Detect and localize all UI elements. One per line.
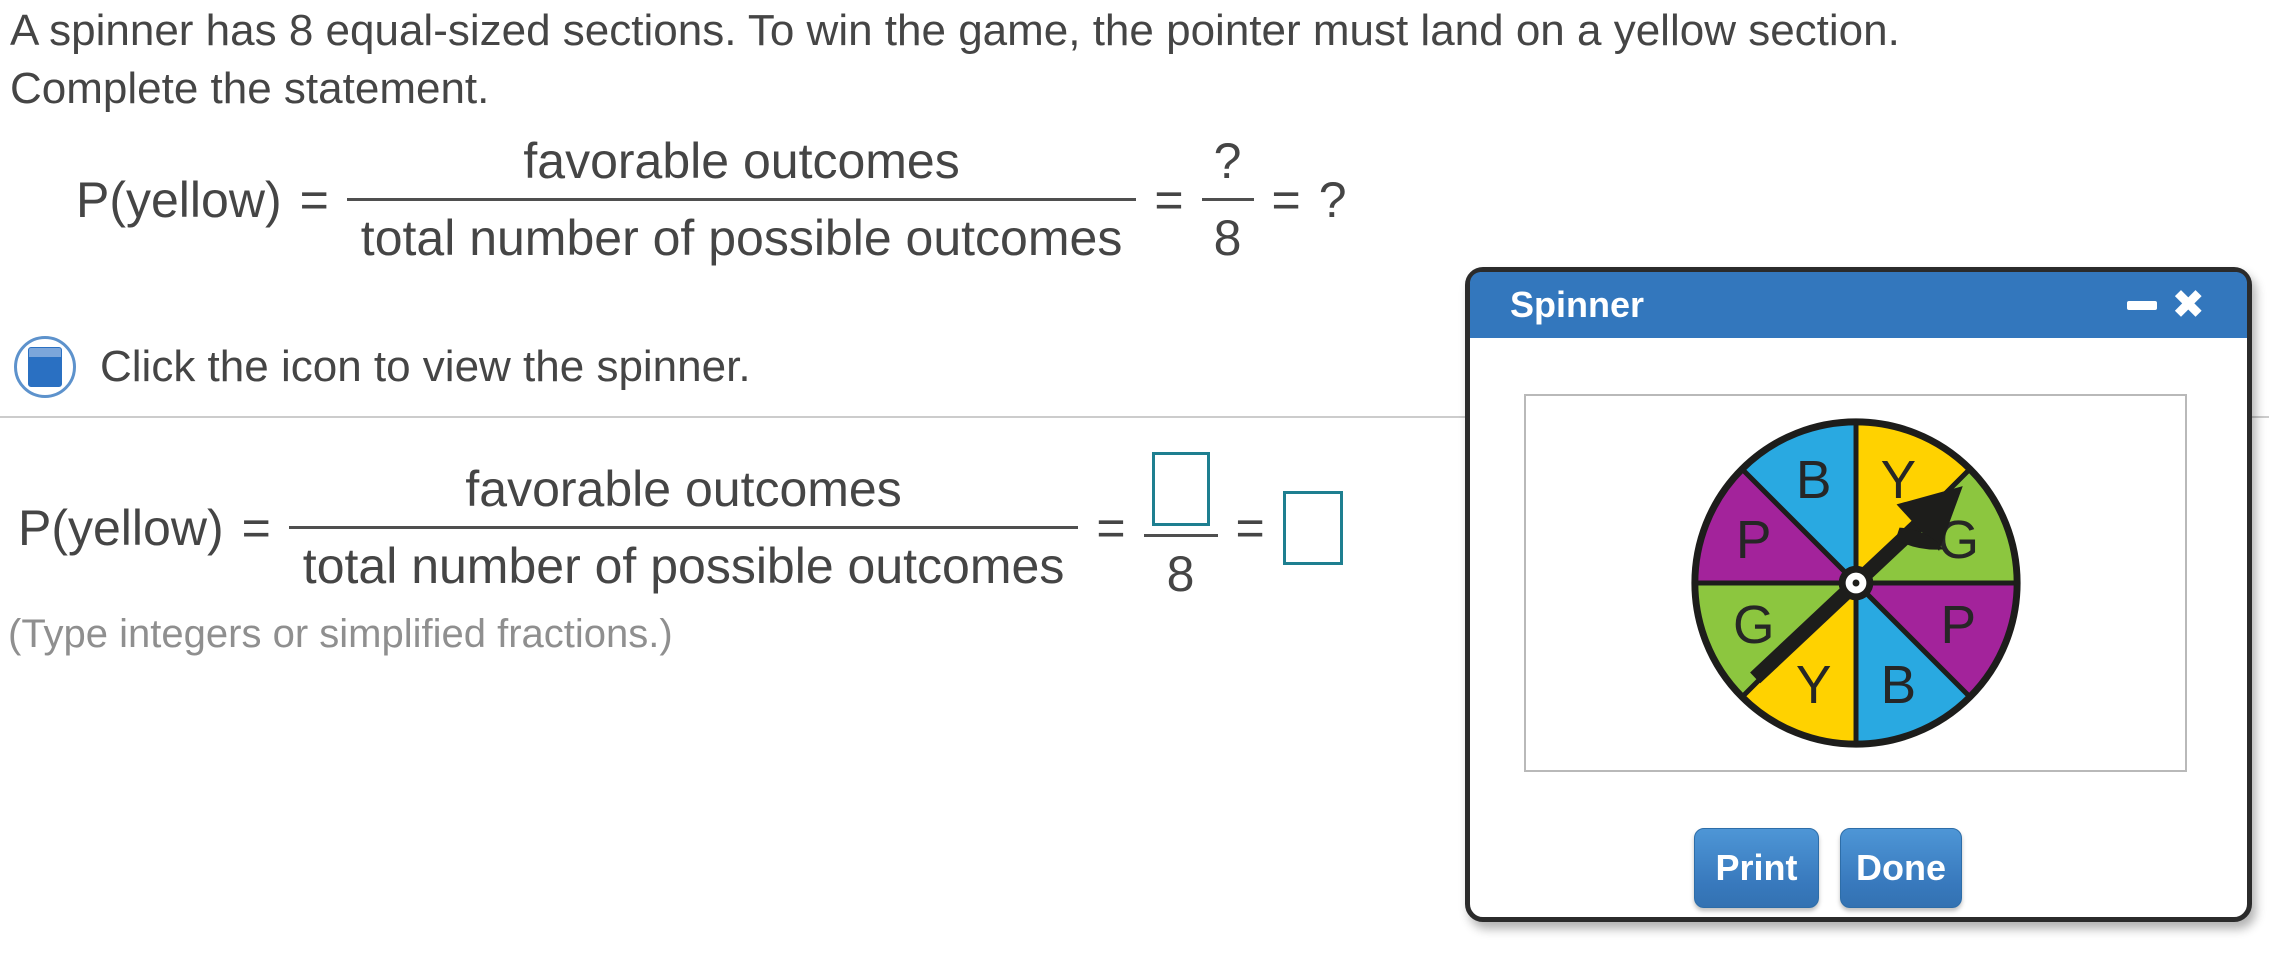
view-spinner-caption: Click the icon to view the spinner.	[100, 342, 751, 391]
equals-sign: =	[1271, 171, 1301, 228]
wheel-section-label: Y	[1795, 656, 1831, 715]
question-denominator: 8	[1213, 210, 1242, 266]
fraction-bar	[346, 198, 1137, 201]
problem-statement: A spinner has 8 equal-sized sections. To…	[10, 2, 1900, 118]
dialog-titlebar[interactable]: Spinner ✖	[1470, 272, 2247, 338]
window-controls: ✖	[2127, 285, 2205, 325]
fraction-bar	[1143, 534, 1218, 537]
statement-line-2: Complete the statement.	[10, 64, 490, 113]
statement-line-1: A spinner has 8 equal-sized sections. To…	[10, 6, 1900, 55]
done-button[interactable]: Done	[1840, 828, 1962, 908]
answer-hint: (Type integers or simplified fractions.)	[8, 612, 673, 656]
equals-sign: =	[241, 499, 271, 556]
equals-sign: =	[1154, 171, 1184, 228]
probability-fraction: favorable outcomes total number of possi…	[346, 133, 1137, 266]
probability-fraction: favorable outcomes total number of possi…	[288, 461, 1079, 594]
fraction-bar	[288, 526, 1079, 529]
wheel-section-label: B	[1795, 451, 1831, 510]
fraction-denominator: total number of possible outcomes	[302, 538, 1065, 594]
fraction-denominator: total number of possible outcomes	[360, 210, 1123, 266]
section-divider	[0, 416, 2269, 418]
view-spinner-row: Click the icon to view the spinner.	[14, 334, 751, 400]
wheel-section-label: B	[1880, 656, 1916, 715]
equals-sign: =	[1235, 499, 1265, 556]
fraction-numerator: favorable outcomes	[465, 461, 902, 517]
wheel-section-label: Y	[1880, 451, 1916, 510]
equation-lhs: P(yellow)	[76, 171, 282, 228]
pointer-arrow	[1749, 486, 1963, 684]
question-fraction: ? 8	[1201, 132, 1254, 267]
print-button[interactable]: Print	[1694, 828, 1819, 908]
wheel-section-label: P	[1940, 596, 1976, 655]
answer-denominator: 8	[1166, 546, 1195, 602]
equals-sign: =	[1096, 499, 1126, 556]
question-numerator: ?	[1213, 133, 1242, 189]
close-icon[interactable]: ✖	[2171, 282, 2205, 328]
fraction-bar	[1201, 198, 1254, 201]
dialog-title: Spinner	[1510, 284, 1645, 325]
wheel-section-label: G	[1732, 596, 1774, 655]
equals-sign: =	[299, 171, 329, 228]
question-result: ?	[1318, 171, 1347, 228]
equation-given: P(yellow) = favorable outcomes total num…	[76, 132, 1347, 267]
answer-box-result[interactable]	[1282, 490, 1343, 565]
answer-fraction: 8	[1143, 452, 1218, 603]
equation-answer: P(yellow) = favorable outcomes total num…	[18, 452, 1343, 603]
view-spinner-icon[interactable]	[14, 336, 76, 398]
fraction-numerator: favorable outcomes	[523, 133, 960, 189]
wheel-rim	[1690, 418, 2021, 748]
wheel-hub-dot	[1852, 579, 1859, 587]
answer-box-numerator[interactable]	[1151, 452, 1210, 526]
equation-lhs: P(yellow)	[18, 499, 224, 556]
minimize-icon[interactable]	[2127, 300, 2158, 310]
wheel-section-label: P	[1735, 511, 1771, 570]
spinner-glyph-icon	[28, 347, 62, 387]
